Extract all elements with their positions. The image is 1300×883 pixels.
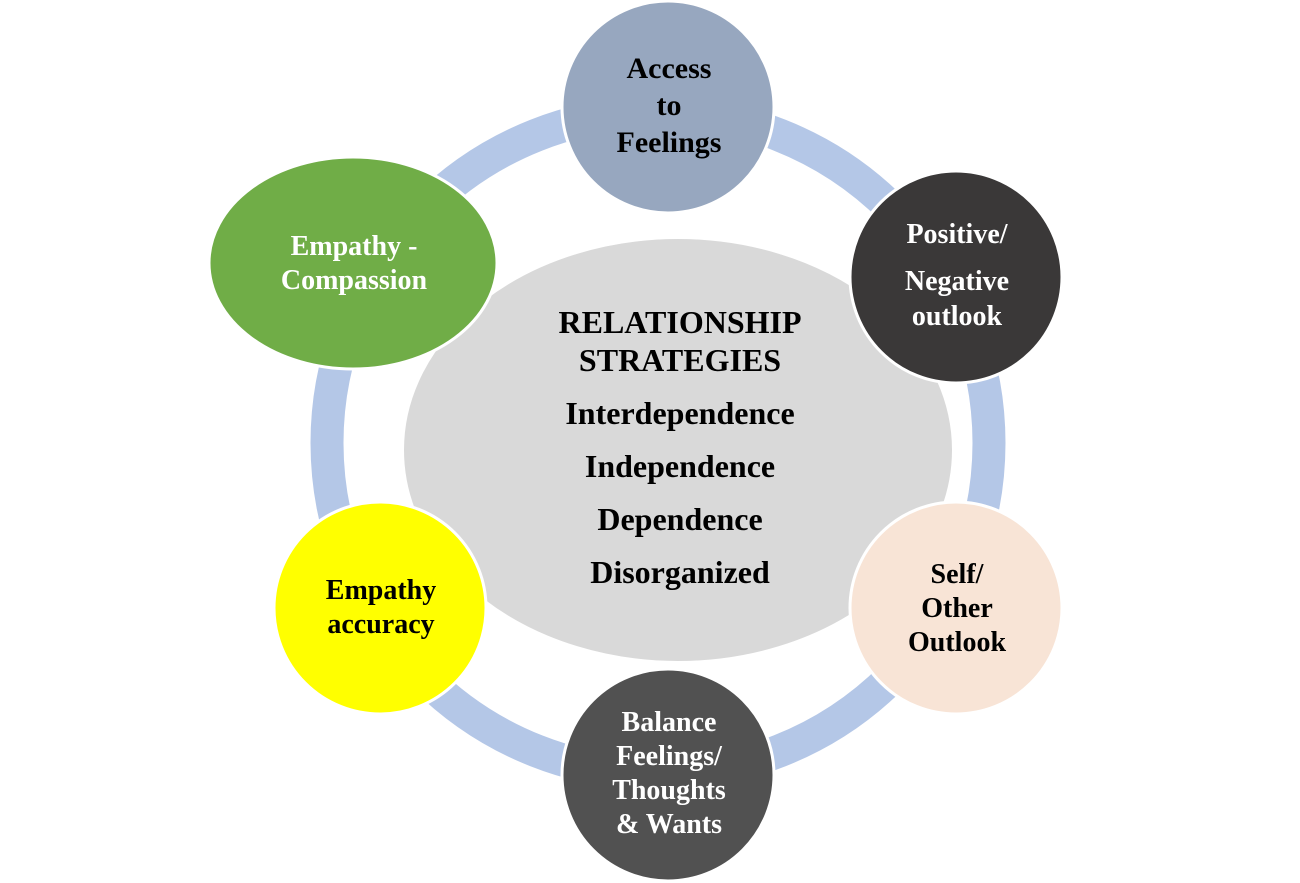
node-shape bbox=[207, 155, 499, 371]
node-label-line: Feelings/ bbox=[616, 741, 723, 772]
node-label-line: Access bbox=[627, 52, 712, 85]
node-shape bbox=[560, 667, 776, 883]
center-title-line: RELATIONSHIP bbox=[558, 304, 801, 340]
node-label-line: Compassion bbox=[281, 265, 428, 296]
node-shape bbox=[848, 169, 1064, 385]
center-strategy-item: Disorganized bbox=[590, 554, 770, 590]
node-label-line: Empathy bbox=[326, 575, 436, 606]
node-label-line: Outlook bbox=[908, 627, 1006, 658]
node-label-line: Feelings bbox=[617, 126, 722, 159]
node-shape bbox=[272, 500, 488, 716]
node-shape bbox=[848, 500, 1064, 716]
node-label-line: Self/ bbox=[931, 559, 985, 590]
node-label-line: Negative bbox=[905, 266, 1009, 297]
center-strategy-item: Interdependence bbox=[565, 395, 794, 431]
node-label-line: Thoughts bbox=[612, 775, 726, 806]
node-label-line: Positive/ bbox=[906, 219, 1008, 250]
center-strategy-item: Dependence bbox=[597, 501, 762, 537]
center-ellipse bbox=[402, 237, 954, 663]
node-label-line: outlook bbox=[912, 301, 1003, 332]
node-empathy-compassion: Empathy -Compassion bbox=[207, 155, 499, 371]
node-label-line: Balance bbox=[622, 707, 717, 738]
center-title-line: STRATEGIES bbox=[579, 342, 781, 378]
node-label-line: Other bbox=[921, 593, 993, 624]
node-shape bbox=[560, 0, 776, 215]
node-label-line: & Wants bbox=[616, 809, 722, 840]
node-label-line: to bbox=[657, 89, 682, 122]
node-positive-negative-outlook: Positive/Negative outlook bbox=[848, 169, 1064, 385]
center-strategy-item: Independence bbox=[585, 448, 775, 484]
node-label-line: accuracy bbox=[327, 609, 434, 640]
node-label-line: Empathy - bbox=[291, 231, 418, 262]
